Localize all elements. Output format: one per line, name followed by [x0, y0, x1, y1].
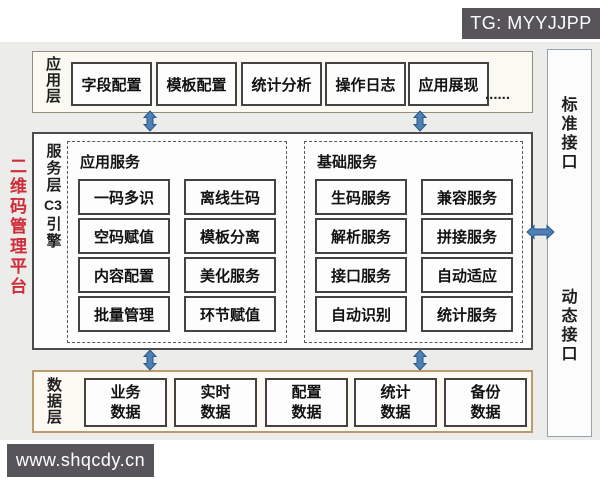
- data-item-label: 实时数据: [200, 384, 231, 421]
- app-item-operation-log: 操作日志: [325, 62, 406, 106]
- service-item: 拼接服务: [421, 218, 513, 254]
- application-layer: 应用层 字段配置 模板配置 统计分析 操作日志 应用展现 ......: [32, 51, 533, 113]
- base-services-title: 基础服务: [317, 154, 378, 171]
- dynamic-interface-label: 动态接口: [558, 288, 576, 364]
- app-item-app-display: 应用展现: [408, 62, 489, 106]
- service-item: 统计服务: [421, 296, 513, 332]
- app-item-stat-analysis: 统计分析: [241, 62, 322, 106]
- data-item-stat: 统计数据: [354, 378, 437, 427]
- service-item: 环节赋值: [184, 296, 276, 332]
- base-services-group: 基础服务 生码服务 兼容服务 解析服务 拼接服务 接口服务 自动适应 自动识别 …: [304, 141, 523, 343]
- app-item-template-config: 模板配置: [156, 62, 237, 106]
- data-layer: 数据层 业务数据 实时数据 配置数据 统计数据 备份数据: [32, 370, 533, 433]
- data-item-label: 备份数据: [470, 384, 501, 421]
- service-item: 自动适应: [421, 257, 513, 293]
- service-item: 批量管理: [78, 296, 170, 332]
- watermark-tg-badge: TG: MYYJJPP: [462, 8, 600, 39]
- double-arrow-vertical-icon: [413, 349, 427, 371]
- data-item-realtime: 实时数据: [174, 378, 257, 427]
- service-item: 离线生码: [184, 179, 276, 215]
- app-item-field-config: 字段配置: [71, 62, 152, 106]
- service-item: 空码赋值: [78, 218, 170, 254]
- service-layer-label-line3: 引擎: [44, 216, 62, 250]
- data-item-business: 业务数据: [84, 378, 167, 427]
- service-layer-label: 服务层 C3 引擎: [40, 143, 66, 250]
- application-services-grid: 一码多识 离线生码 空码赋值 模板分离 内容配置 美化服务 批量管理 环节赋值: [78, 179, 276, 332]
- service-item: 美化服务: [184, 257, 276, 293]
- service-item: 内容配置: [78, 257, 170, 293]
- data-item-config: 配置数据: [265, 378, 348, 427]
- service-item: 兼容服务: [421, 179, 513, 215]
- data-item-backup: 备份数据: [444, 378, 527, 427]
- double-arrow-vertical-icon: [143, 110, 157, 132]
- data-item-label: 业务数据: [110, 384, 141, 421]
- service-item: 一码多识: [78, 179, 170, 215]
- watermark-site-badge: www.shqcdy.cn: [7, 444, 154, 477]
- data-layer-label: 数据层: [45, 377, 62, 425]
- platform-title: 二维码管理平台: [7, 157, 26, 297]
- base-services-grid: 生码服务 兼容服务 解析服务 拼接服务 接口服务 自动适应 自动识别 统计服务: [315, 179, 513, 332]
- data-item-label: 配置数据: [291, 384, 322, 421]
- service-layer-label-line2: C3: [44, 197, 62, 213]
- service-item: 接口服务: [315, 257, 407, 293]
- double-arrow-vertical-icon: [413, 110, 427, 132]
- service-item: 解析服务: [315, 218, 407, 254]
- service-layer-label-line1: 服务层: [44, 143, 62, 194]
- application-services-group: 应用服务 一码多识 离线生码 空码赋值 模板分离 内容配置 美化服务 批量管理 …: [67, 141, 287, 343]
- application-services-title: 应用服务: [80, 154, 141, 171]
- service-layer: 服务层 C3 引擎 应用服务 一码多识 离线生码 空码赋值 模板分离 内容配置 …: [32, 132, 533, 350]
- service-item: 自动识别: [315, 296, 407, 332]
- data-item-label: 统计数据: [380, 384, 411, 421]
- service-item: 生码服务: [315, 179, 407, 215]
- standard-interface-label: 标准接口: [558, 96, 576, 172]
- service-item: 模板分离: [184, 218, 276, 254]
- double-arrow-horizontal-icon: [526, 224, 555, 240]
- interface-column: 标准接口 动态接口: [547, 49, 592, 437]
- ellipsis-more: ......: [485, 86, 511, 103]
- double-arrow-vertical-icon: [143, 349, 157, 371]
- application-layer-label: 应用层: [44, 56, 61, 104]
